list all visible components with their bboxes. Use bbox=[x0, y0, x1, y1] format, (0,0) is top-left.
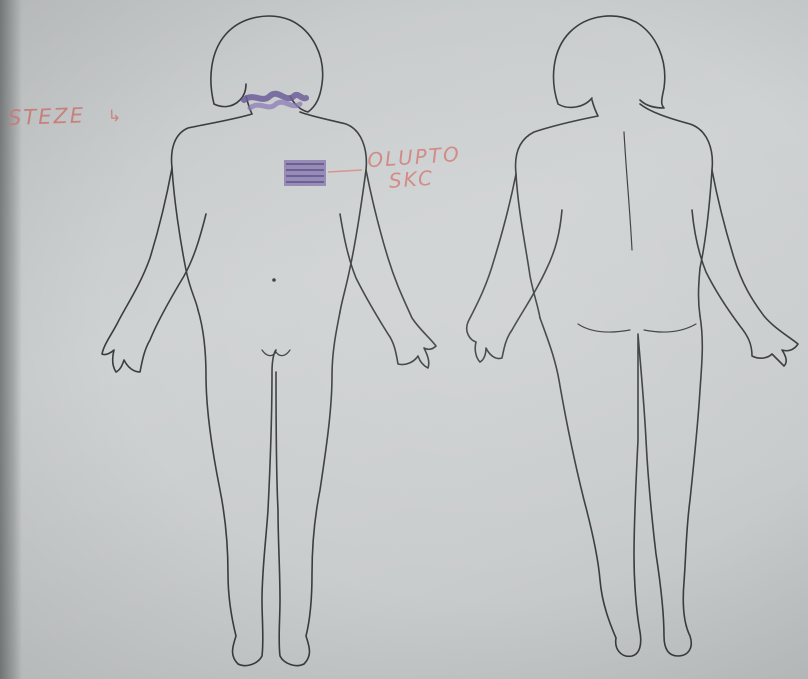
neck-note-mark: ↳ bbox=[107, 106, 123, 126]
back-torso bbox=[516, 100, 713, 318]
back-body-figure bbox=[467, 16, 798, 656]
back-buttock-crease-right bbox=[644, 324, 696, 332]
front-legs bbox=[198, 310, 340, 666]
front-right-arm bbox=[340, 170, 436, 368]
back-left-arm bbox=[467, 174, 562, 362]
chest-marking bbox=[284, 160, 362, 186]
front-navel bbox=[272, 278, 276, 282]
back-buttock-crease-left bbox=[578, 324, 630, 332]
back-head bbox=[554, 16, 665, 108]
chest-note: OLUPTO SKC bbox=[367, 143, 463, 193]
neck-marking bbox=[244, 94, 306, 108]
neck-note: STEZE ↳ bbox=[8, 102, 124, 130]
front-left-arm bbox=[102, 168, 206, 372]
neck-note-text: STEZE bbox=[8, 103, 86, 130]
back-right-arm bbox=[692, 170, 798, 366]
front-torso bbox=[172, 96, 367, 312]
front-body-figure bbox=[102, 16, 436, 665]
back-spine bbox=[624, 132, 632, 250]
back-legs bbox=[540, 316, 702, 656]
